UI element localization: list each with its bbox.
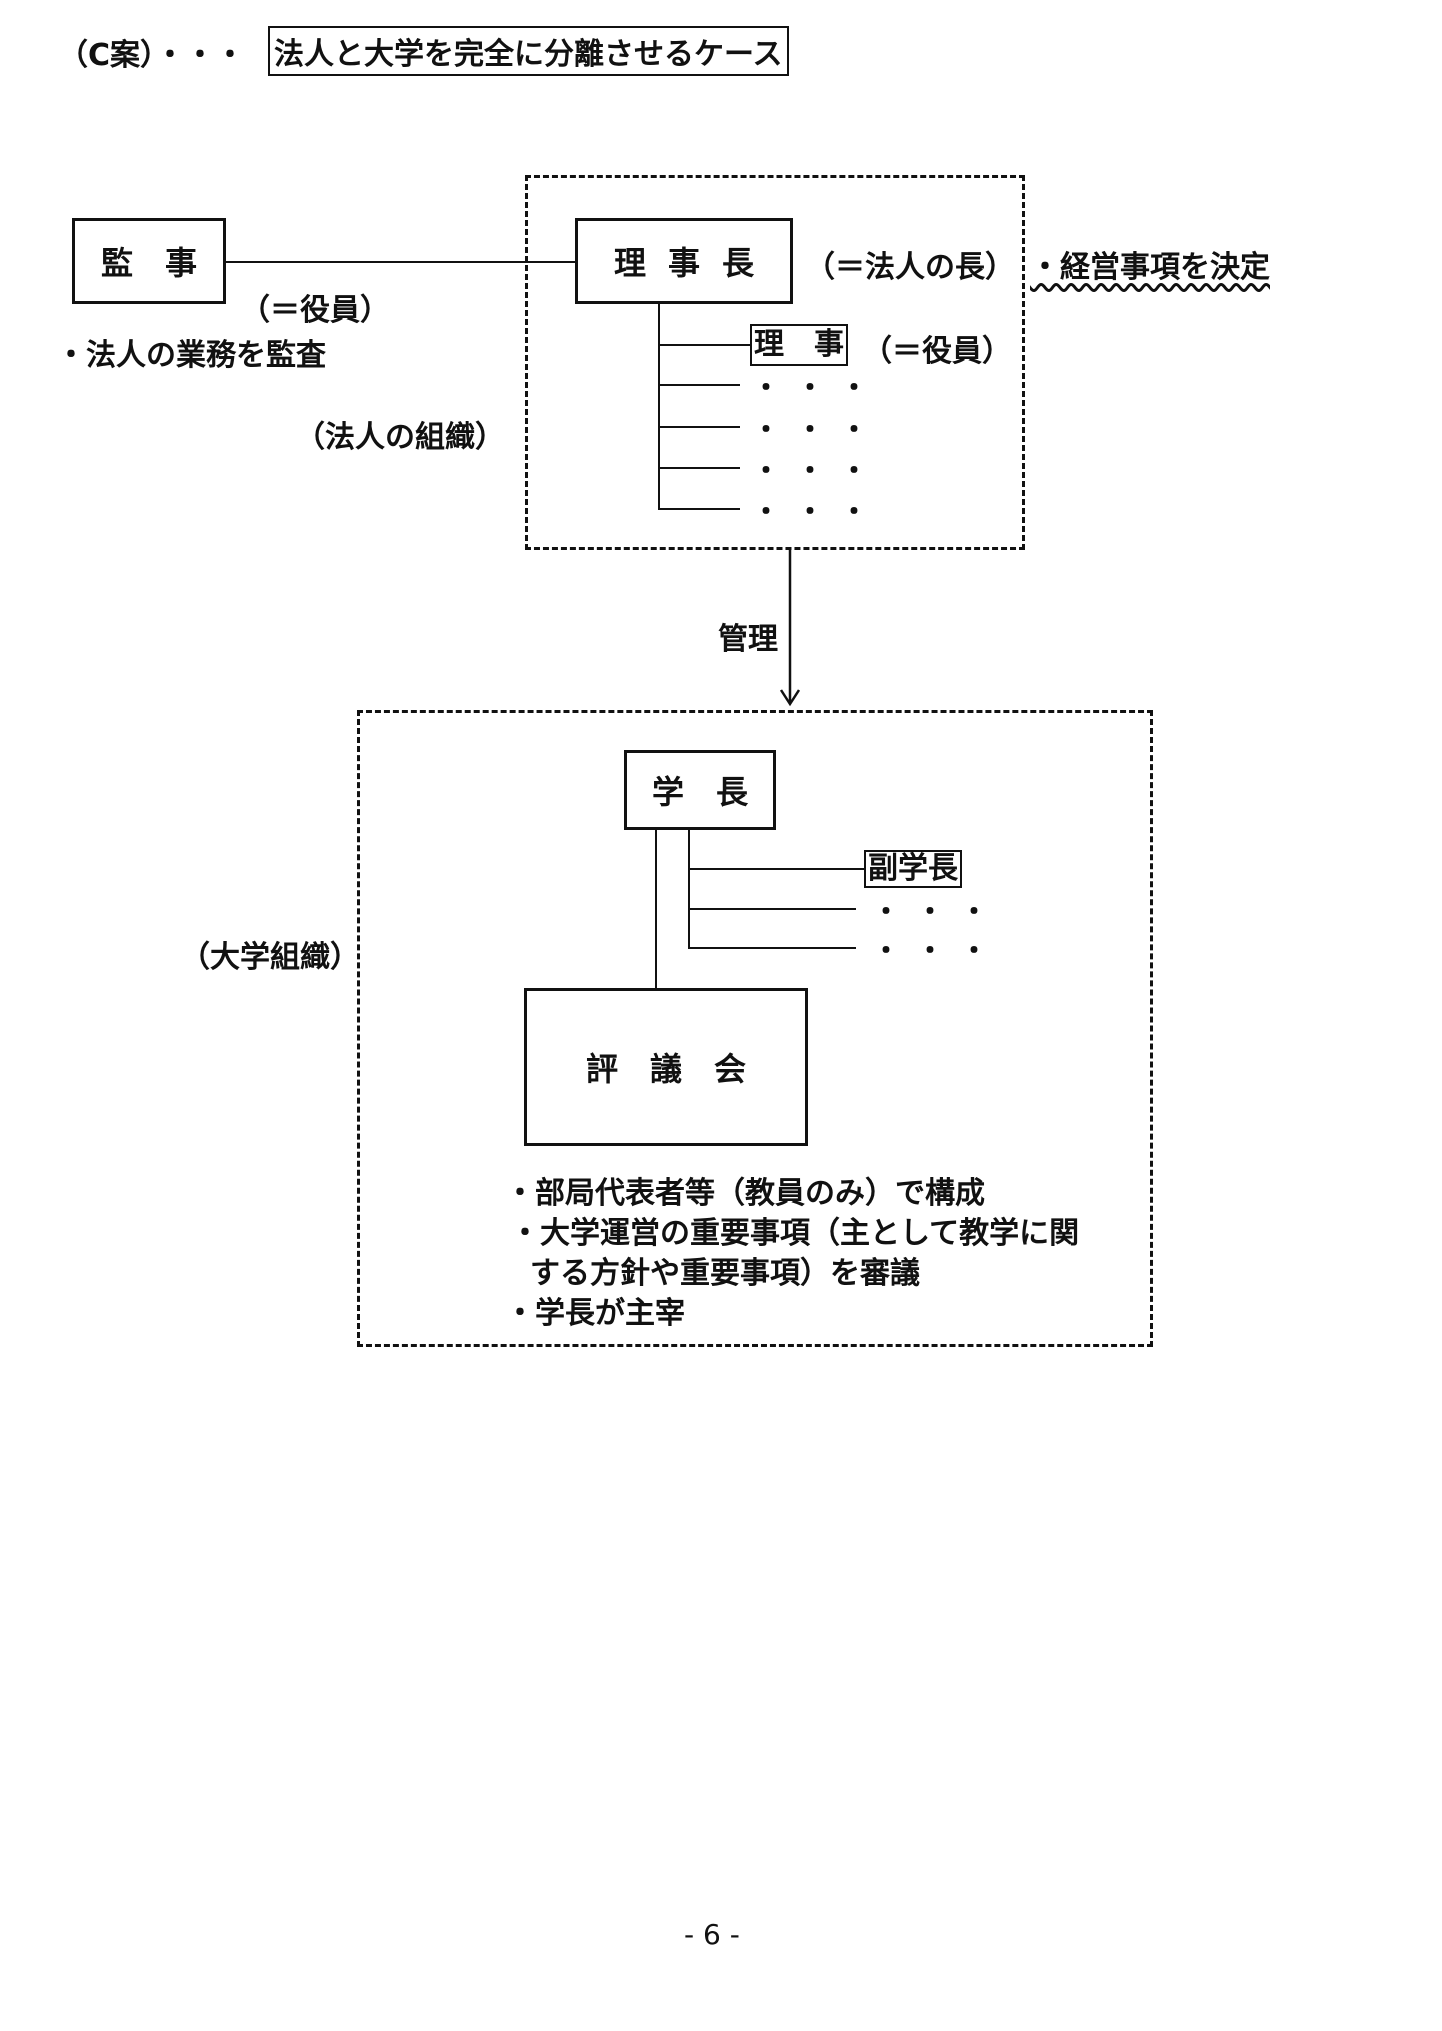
council-label: 評 議 会 <box>585 1050 746 1088</box>
vice-president-label: 副学長 <box>868 851 958 886</box>
ellipsis: ・・・ <box>752 413 885 446</box>
corporation-group-label: （法人の組織） <box>295 420 505 455</box>
university-group-label: （大学組織） <box>180 940 360 975</box>
header-prefix: （C案）・・・ <box>58 38 246 73</box>
director-branch <box>658 384 740 386</box>
president-council-connector <box>655 830 657 988</box>
university-group <box>357 710 1153 1347</box>
ellipsis: ・・・ <box>752 454 885 487</box>
management-label: 管理 <box>718 622 778 657</box>
auditor-label: 監 事 <box>100 244 197 282</box>
ellipsis: ・・・ <box>752 495 885 528</box>
page-title: 法人と大学を完全に分離させるケース <box>268 26 789 76</box>
director-branch <box>658 344 750 346</box>
director-branch <box>658 508 740 510</box>
president-label: 学 長 <box>651 773 748 811</box>
director-trunk <box>658 304 660 510</box>
auditor-role: （＝役員） <box>240 293 390 328</box>
director-branch <box>658 426 740 428</box>
vice-president-box: 副学長 <box>864 850 962 888</box>
chair-label: 理事長 <box>613 244 776 282</box>
council-box: 評 議 会 <box>524 988 808 1146</box>
director-box: 理 事 <box>750 324 848 366</box>
page-number: - 6 - <box>684 1918 740 1951</box>
ellipsis: ・・・ <box>752 371 885 404</box>
corporation-group <box>525 175 1025 550</box>
council-note: ・部局代表者等（教員のみ）で構成 <box>505 1176 985 1211</box>
vice-branch <box>688 947 856 949</box>
ellipsis: ・・・ <box>872 934 1005 967</box>
management-arrow <box>779 550 800 707</box>
auditor-connector <box>226 261 576 263</box>
auditor-box: 監 事 <box>72 218 226 304</box>
chair-duty: ・経営事項を決定 <box>1030 250 1270 285</box>
chair-box: 理事長 <box>575 218 793 304</box>
director-branch <box>658 467 740 469</box>
vice-trunk <box>688 830 690 948</box>
director-note: （＝役員） <box>862 334 1012 369</box>
chair-note: （＝法人の長） <box>805 250 1015 285</box>
director-label: 理 事 <box>754 327 844 362</box>
vice-branch <box>688 868 864 870</box>
auditor-duty: ・法人の業務を監査 <box>56 338 326 373</box>
ellipsis: ・・・ <box>872 895 1005 928</box>
council-note: する方針や重要事項）を審議 <box>530 1256 920 1291</box>
council-note: ・学長が主宰 <box>505 1296 685 1331</box>
council-note: ・大学運営の重要事項（主として教学に関 <box>510 1216 1080 1251</box>
president-box: 学 長 <box>624 750 776 830</box>
vice-branch <box>688 908 856 910</box>
